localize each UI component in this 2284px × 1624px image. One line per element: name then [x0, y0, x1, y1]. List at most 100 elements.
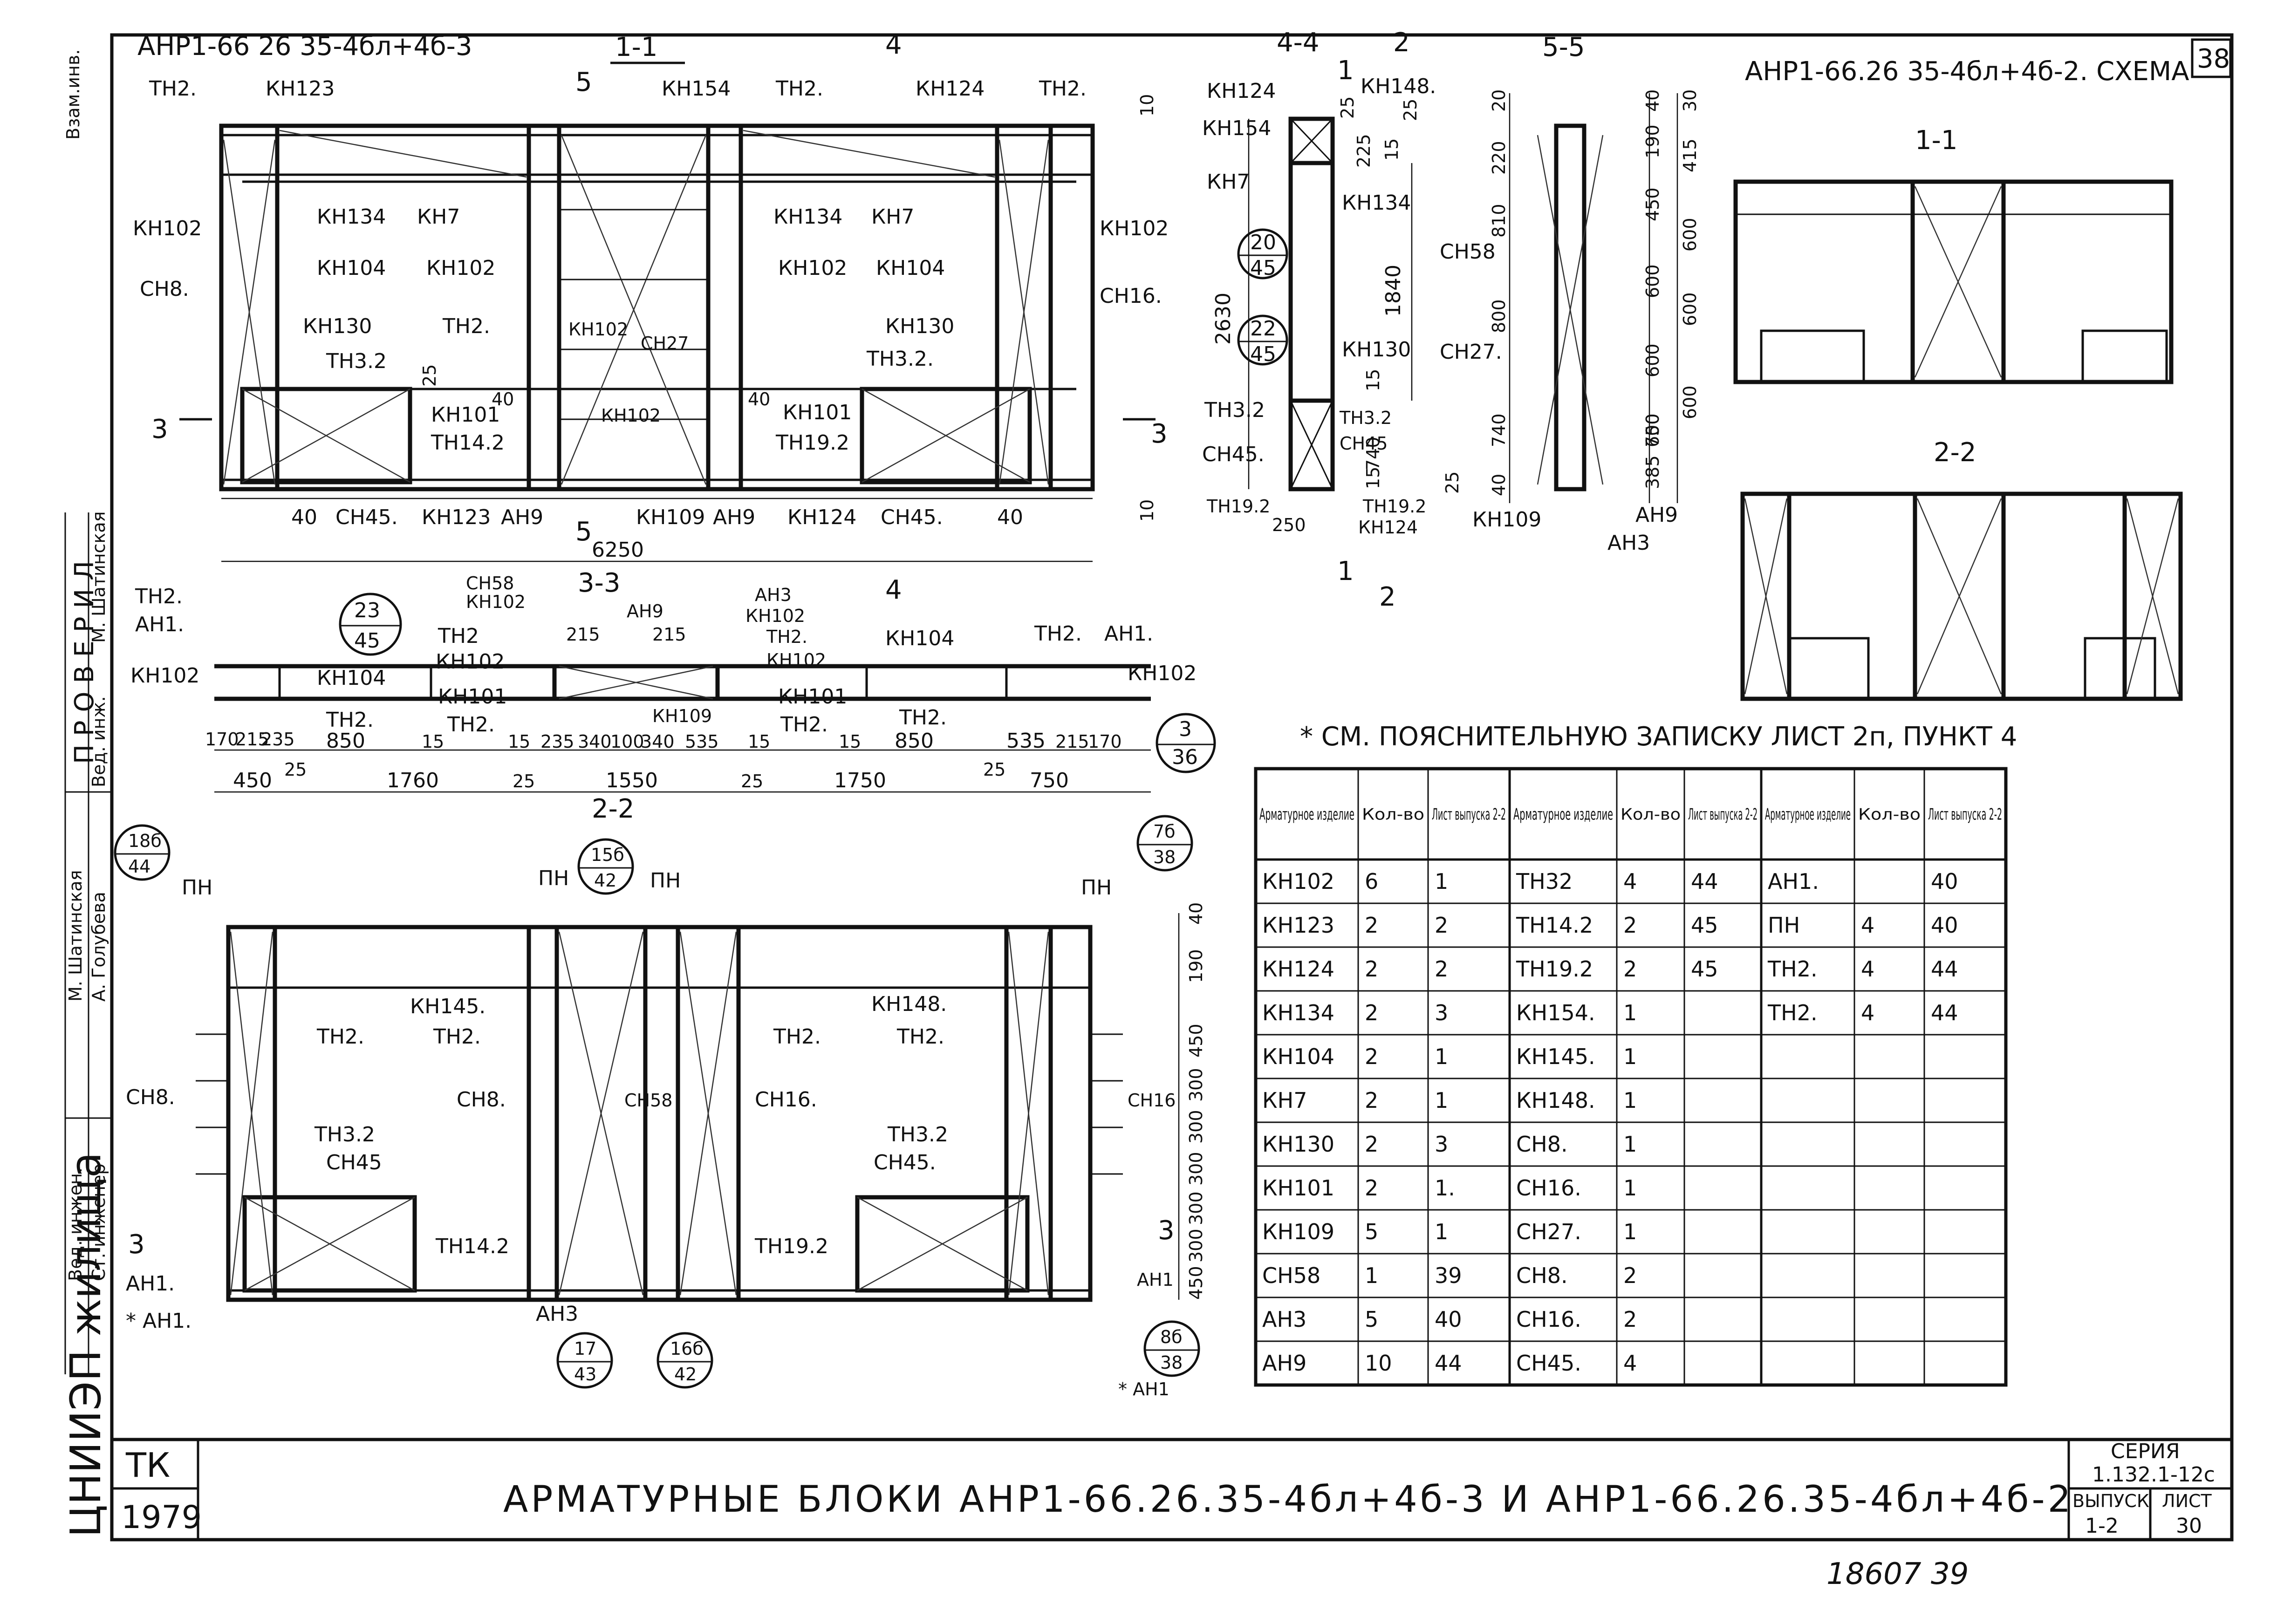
sec4-label-10: ТН19.2	[1362, 496, 1426, 517]
table-cell: ТН32	[1516, 869, 1573, 894]
table-header: Кол-во	[1858, 805, 1921, 824]
table-cell: 1	[1435, 1219, 1448, 1244]
section-2-2: 2-2 ПН ПН ПН	[114, 794, 1206, 1399]
plan-circle-left-bottom: 45	[354, 629, 380, 653]
plan-label-9: СН58	[466, 573, 514, 594]
role-3: Вед. инж.	[89, 696, 109, 787]
plan-dm-4: 1550	[606, 769, 658, 792]
tb-issue-value: 1-2	[2085, 1514, 2119, 1538]
elev-dim-total: 6250	[592, 538, 644, 562]
plan-label-10: КН102	[466, 592, 526, 612]
sec2-label-2: ПН	[650, 869, 681, 893]
elev-inner-16: КН130	[885, 314, 954, 338]
sec2-c1-top: 15б	[591, 845, 624, 865]
sec4-circle-0-bottom: 45	[1250, 256, 1276, 280]
plan-dt-6: 235	[540, 731, 574, 752]
table-cell: КН101	[1262, 1175, 1334, 1201]
sec2-label-21: АН1.	[126, 1272, 175, 1296]
table-cell: 1	[1623, 1175, 1637, 1201]
plan-dt-9: 340	[641, 731, 675, 752]
table-cell: 44	[1931, 956, 1958, 982]
sec5-dr-5: 600	[1642, 413, 1663, 447]
table-cell: 2	[1365, 1044, 1378, 1069]
elev-view-4: 4	[885, 30, 902, 60]
elev-cut-3-left: 3	[151, 414, 168, 444]
table-cell: 2	[1623, 956, 1637, 982]
plan-label-23: КН102	[1128, 662, 1197, 685]
table-cell: 2	[1365, 1132, 1378, 1157]
elev-inner-0: КН134	[317, 205, 386, 229]
sec2-c4-bottom: 42	[674, 1364, 697, 1385]
table-cell: 39	[1435, 1263, 1462, 1288]
elev-inner-12: КН134	[773, 205, 842, 229]
sec5-df-3: 600	[1680, 292, 1700, 326]
elevation-view: ТН2. КН123 КН154 ТН2. КН124 ТН2. КН102 С…	[133, 30, 1169, 605]
plan-dt-5: 15	[508, 731, 530, 752]
sec5-label-1: СН27.	[1440, 340, 1502, 364]
plan-label-20: ТН2.	[899, 706, 947, 730]
elev-inner-8: ТН14.2	[431, 431, 505, 455]
table-border	[1254, 767, 2008, 1387]
plan-circle-right-top: 3	[1179, 717, 1192, 741]
table-header: Кол-во	[1362, 805, 1424, 824]
plan-dt-7: 340	[578, 731, 612, 752]
table-cell: 2	[1623, 1307, 1637, 1332]
footer-handwritten-numbers: 18607 39	[1826, 1557, 1969, 1591]
section-5-5: 5-5 СН58 СН27. КН109 АН9 АН3 20 220 810 …	[1440, 32, 1700, 555]
table-cell: 45	[1691, 956, 1718, 982]
table-cell: 1	[1623, 1219, 1637, 1244]
plan-dt-12: 15	[839, 731, 861, 752]
sec2-label-23: АН1	[1137, 1269, 1174, 1290]
left-stamp: Взам.инв. П Р О В Е Р И Л Вед. инжен. Ст…	[62, 49, 113, 1540]
sec2-c3-top: 17	[574, 1338, 596, 1359]
plan-label-7: КН101	[438, 685, 507, 709]
elevation-outline	[219, 123, 1095, 491]
elev-label-left-0: КН102	[133, 217, 202, 240]
sec5-dl-1: 220	[1489, 141, 1509, 175]
plan-dm-3: 25	[513, 771, 535, 792]
plan-dm-7: 25	[983, 759, 1005, 780]
tb-sheet-value: 30	[2176, 1514, 2202, 1538]
sec2-label-24: АН3	[536, 1302, 578, 1326]
plan-dt-3: 850	[326, 729, 365, 753]
table-cell: СН8.	[1516, 1263, 1568, 1288]
sec2-d8: 450	[1186, 1266, 1206, 1300]
table-cell: КН104	[1262, 1044, 1334, 1069]
plan-label-19: КН104	[885, 627, 954, 650]
table-cell: 2	[1623, 1263, 1637, 1288]
stamp-vzam: Взам.инв.	[63, 49, 83, 140]
elev-inner-7: КН101	[431, 403, 500, 427]
sec4-title: 4-4	[1277, 27, 1319, 58]
sec2-label-10: СН8.	[126, 1085, 175, 1109]
role-2: Ст. инженер	[89, 1164, 109, 1281]
tb-sheet-label: ЛИСТ	[2162, 1491, 2212, 1511]
elev-inner-1: КН7	[417, 205, 460, 229]
sec2-label-7: ТН2.	[433, 1025, 481, 1049]
table-cell: АН3	[1262, 1307, 1306, 1332]
role-1: Вед. инжен.	[65, 1167, 86, 1281]
sec4-label-5: КН130	[1342, 338, 1411, 362]
sec2-label-5: КН148.	[871, 992, 947, 1016]
table-cell: ПН	[1768, 913, 1800, 938]
section-4-4: 4-4 2 1 1 2 КН124 КН148. КН154 КН7 КН134…	[1202, 27, 1463, 612]
title-block: ТК 1979 АРМАТУРНЫЕ БЛОКИ АНР1-66.26.35-4…	[112, 1438, 2232, 1540]
table-header: Лист выпуска 2-2	[1688, 805, 1757, 824]
elev-dim-2: 40	[492, 389, 514, 409]
plan-label-11: АН9	[627, 601, 663, 621]
plan-label-3: КН104	[317, 666, 386, 690]
elev-bottom-6: КН124	[787, 505, 856, 529]
sec4-label-1: КН148.	[1361, 75, 1436, 98]
sec2-label-1: ПН	[538, 867, 569, 890]
sec4-cut-2-bottom: 2	[1379, 582, 1396, 612]
sec5-label-0: СН58	[1440, 240, 1496, 264]
sec5-dr-2: 450	[1642, 187, 1663, 221]
sec2-c1-bottom: 42	[594, 870, 616, 891]
sec2-label-25: * АН1	[1118, 1379, 1169, 1399]
elev-cut-5-top: 5	[575, 67, 592, 97]
footnote: * СМ. ПОЯСНИТЕЛЬНУЮ ЗАПИСКУ ЛИСТ 2п, ПУН…	[1300, 722, 2017, 752]
table-cell: 2	[1365, 1088, 1378, 1113]
sec2-label-17: СН45.	[874, 1151, 936, 1174]
plan-label-8: ТН2.	[447, 713, 495, 737]
elev-bottom-3: АН9	[501, 505, 543, 529]
sec5-dl-3: 800	[1489, 299, 1509, 333]
